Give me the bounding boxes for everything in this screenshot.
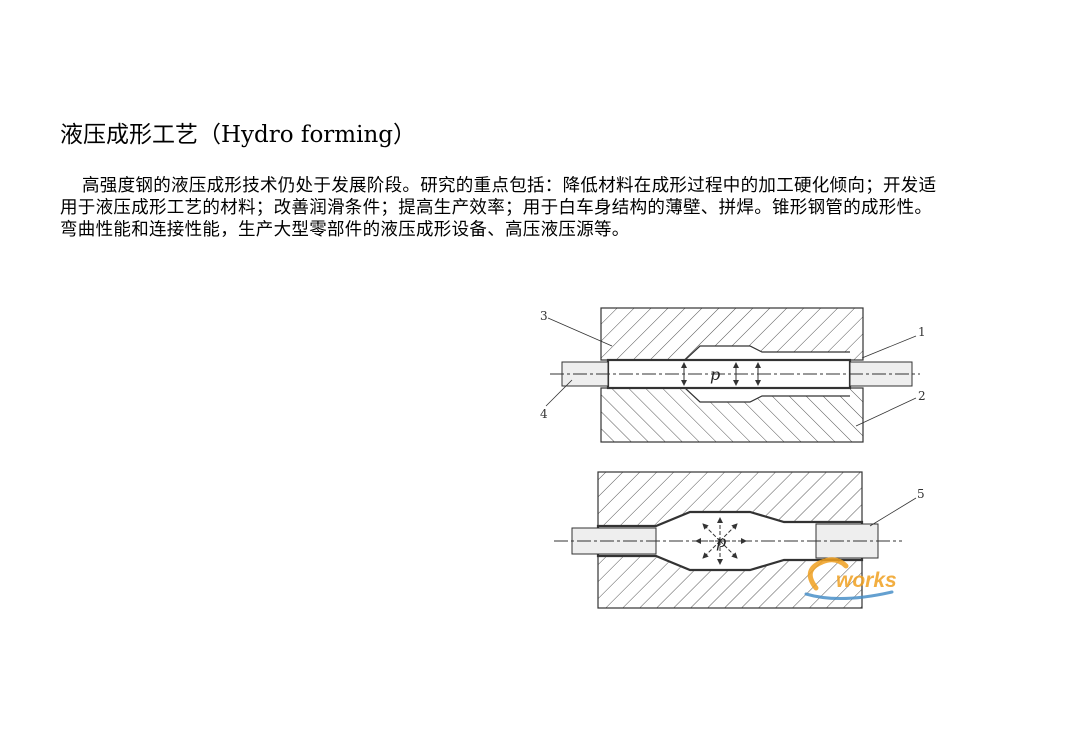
cworks-watermark: works: [804, 557, 897, 600]
body-paragraph: 高强度钢的液压成形技术仍处于发展阶段。研究的重点包括：降低材料在成形过程中的加工…: [60, 176, 937, 240]
page-title: 液压成形工艺（Hydro forming）: [60, 122, 416, 148]
watermark-text: works: [836, 569, 897, 592]
label-4: 4: [540, 407, 548, 421]
label-5: 5: [917, 487, 925, 501]
label-3: 3: [540, 309, 548, 323]
upper-die-assembly: p 3 1 2 4: [540, 307, 926, 443]
pressure-label-top: p: [710, 365, 720, 384]
label-2: 2: [918, 389, 926, 403]
hydroforming-diagram: p 3 1 2 4: [540, 300, 940, 620]
pressure-label-bottom: p: [716, 532, 726, 551]
label-1: 1: [918, 325, 926, 339]
lower-die-assembly: p 5: [554, 471, 925, 609]
